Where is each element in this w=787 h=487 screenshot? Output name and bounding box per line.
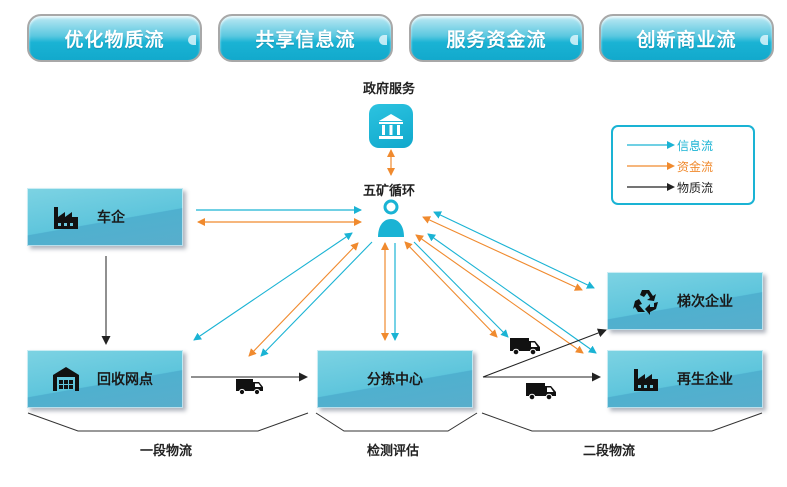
legend-arrow-material (627, 183, 675, 191)
top-button-label: 优化物质流 (64, 28, 165, 51)
node-recycling-point[interactable]: 回收网点 (27, 350, 183, 408)
bracket-stage1 (27, 412, 309, 432)
truck-icon (236, 379, 263, 396)
bracket-stage2 (481, 412, 763, 432)
factory-icon (631, 364, 661, 394)
person-icon[interactable] (375, 199, 407, 239)
truck-icon (510, 338, 540, 356)
arrow-hub-cascade-info (433, 211, 595, 289)
legend-label: 物质流 (677, 181, 714, 195)
arrow-hub-truck1-money (248, 242, 359, 357)
bank-icon[interactable] (369, 104, 413, 148)
arrow-hub-regen-info (427, 233, 597, 354)
node-label: 分拣中心 (367, 372, 423, 388)
government-label: 政府服务 (363, 82, 416, 97)
node-sorting-center[interactable]: 分拣中心 (317, 350, 473, 408)
legend-item-money: 资金流 (613, 158, 753, 176)
node-regeneration-company[interactable]: 再生企业 (607, 350, 763, 408)
stage1-label: 一段物流 (140, 444, 193, 459)
top-button-label: 共享信息流 (255, 28, 356, 51)
hub-label: 五矿循环 (363, 184, 416, 199)
arrow-hub-cascade-money (422, 216, 583, 291)
arrow-sort-cascade-material (482, 328, 607, 378)
legend: 信息流 资金流 物质流 (611, 125, 755, 205)
node-label: 车企 (97, 210, 125, 226)
top-button-money-flow[interactable]: 服务资金流 (409, 14, 584, 62)
top-button-info-flow[interactable]: 共享信息流 (218, 14, 393, 62)
legend-arrow-info (627, 141, 675, 149)
recycle-icon (631, 286, 661, 316)
factory-icon (51, 202, 81, 232)
node-label: 梯次企业 (677, 294, 733, 310)
top-button-material-flow[interactable]: 优化物质流 (27, 14, 202, 62)
top-button-business-flow[interactable]: 创新商业流 (599, 14, 774, 62)
inspection-label: 检测评估 (367, 444, 420, 459)
legend-label: 信息流 (677, 139, 714, 153)
legend-arrow-money (627, 162, 675, 170)
bracket-inspection (315, 412, 478, 432)
top-button-label: 服务资金流 (446, 28, 547, 51)
arrow-hub-truck1-info (260, 241, 373, 357)
truck-icon (526, 383, 556, 401)
legend-label: 资金流 (677, 160, 714, 174)
node-car-company[interactable]: 车企 (27, 188, 183, 246)
node-label: 回收网点 (97, 372, 153, 388)
legend-item-material: 物质流 (613, 179, 753, 197)
stage2-label: 二段物流 (583, 444, 636, 459)
node-label: 再生企业 (677, 372, 733, 388)
arrow-hub-truck2-money (404, 241, 498, 338)
warehouse-icon (51, 364, 81, 394)
node-cascade-company[interactable]: 梯次企业 (607, 272, 763, 330)
top-button-label: 创新商业流 (636, 28, 737, 51)
legend-item-info: 信息流 (613, 137, 753, 155)
